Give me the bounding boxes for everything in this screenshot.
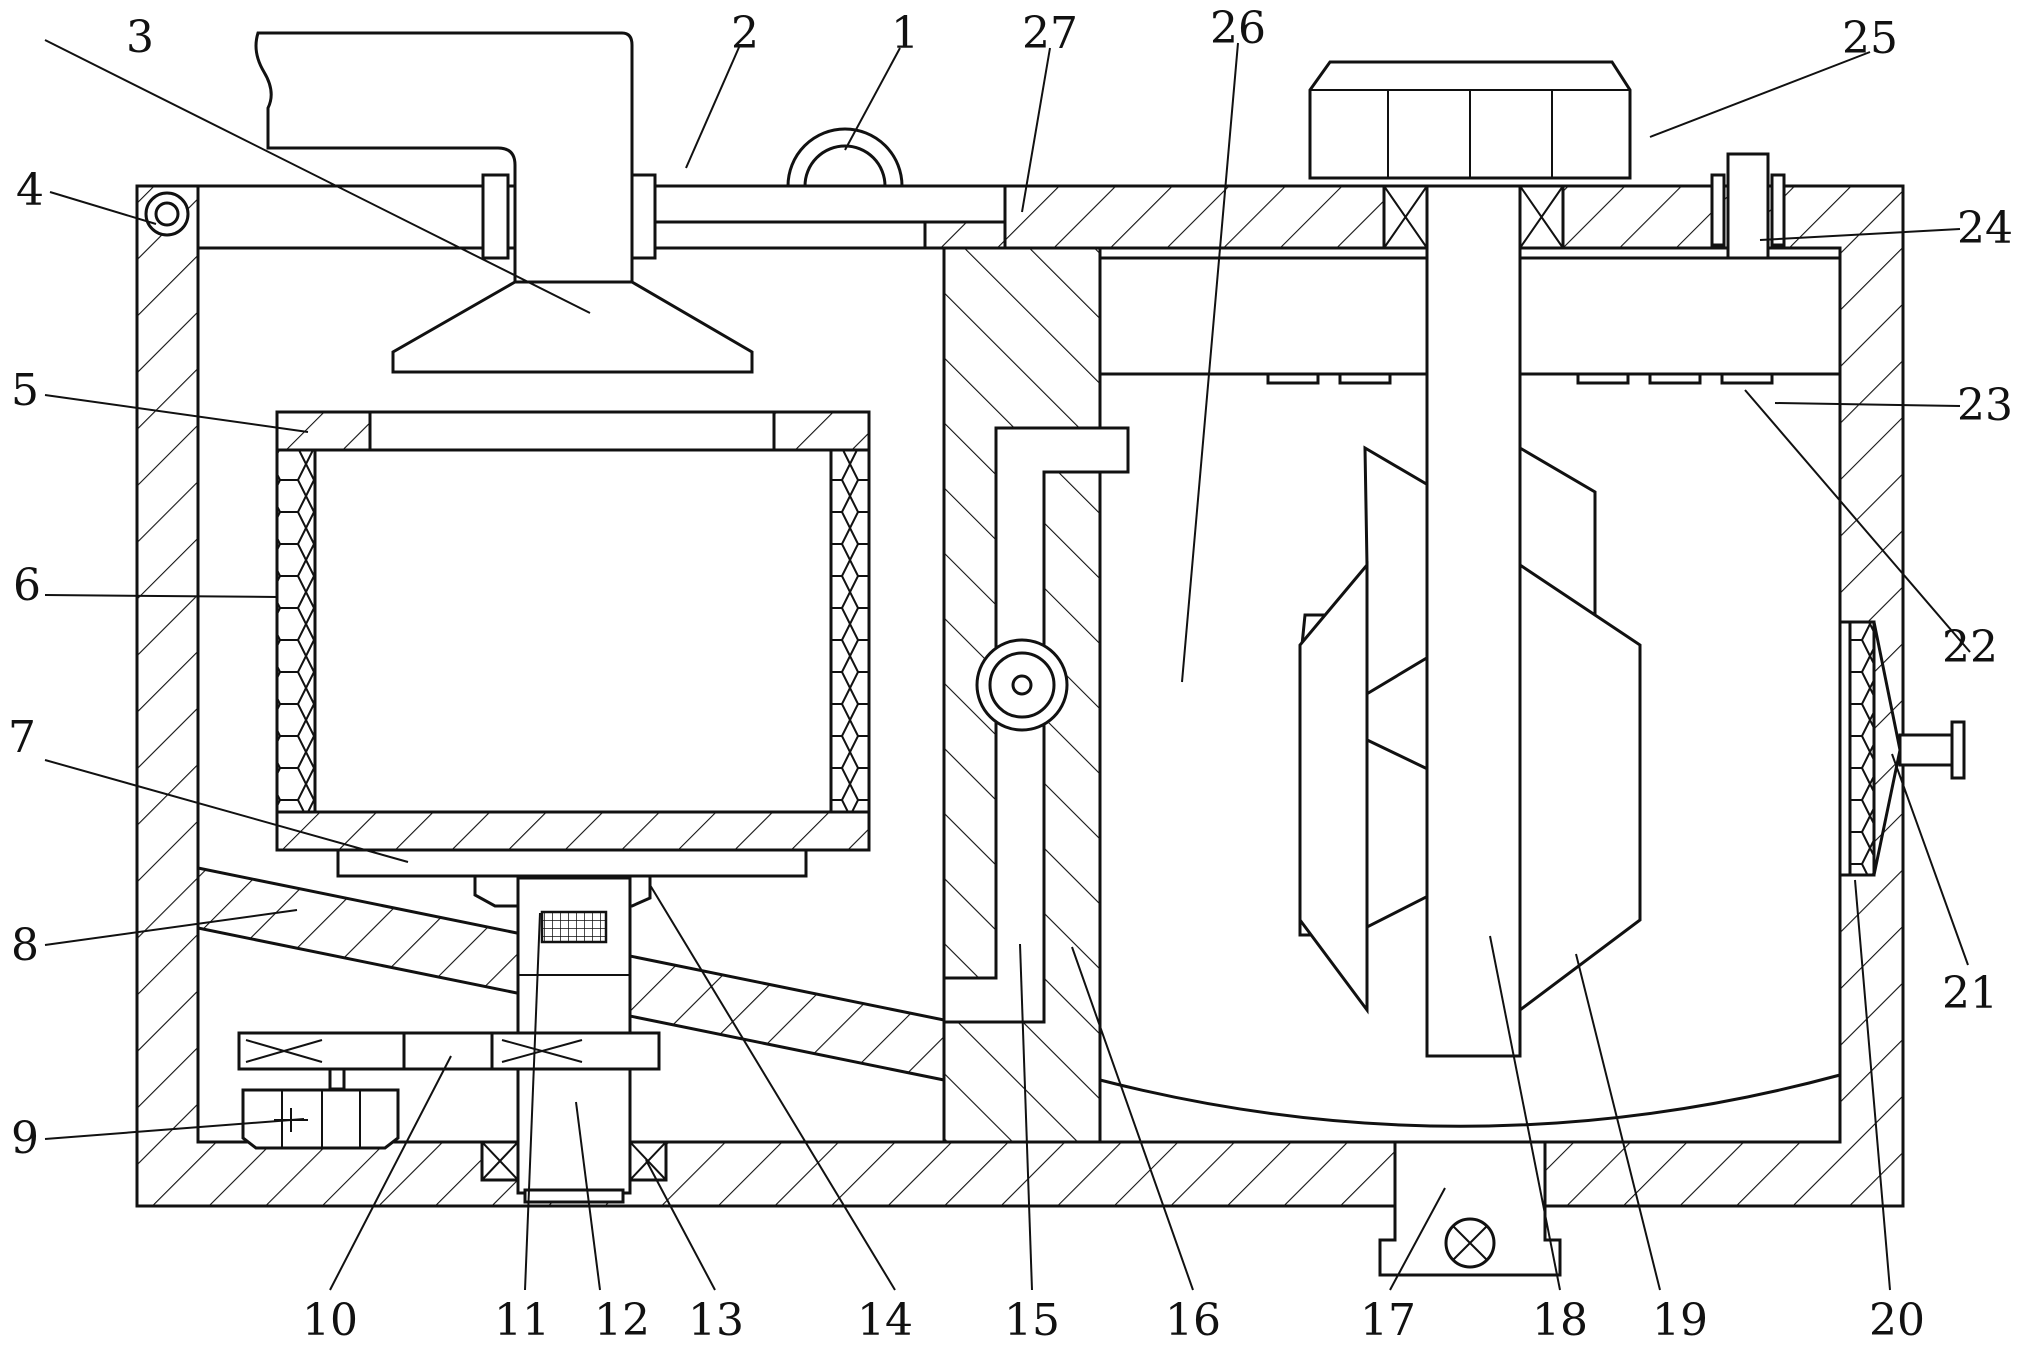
window-frame	[1838, 620, 1852, 877]
label-23: 23	[1957, 380, 2013, 431]
label-10: 10	[302, 1295, 358, 1346]
label-16: 16	[1165, 1295, 1221, 1346]
label-13: 13	[688, 1295, 744, 1346]
label-6: 6	[13, 560, 41, 611]
belt-pulley	[237, 1031, 661, 1071]
part-labels: 1 2 3 4 5 6 7 8 9 10 11 12 13 14 15 16 1…	[8, 3, 2013, 1346]
label-7: 7	[8, 712, 36, 763]
label-14: 14	[857, 1295, 913, 1346]
label-1: 1	[891, 8, 919, 59]
tank-bottom-curve	[1099, 1073, 1841, 1128]
label-17: 17	[1360, 1295, 1416, 1346]
label-15: 15	[1004, 1295, 1060, 1346]
label-19: 19	[1652, 1295, 1708, 1346]
feed-hopper	[254, 31, 754, 374]
lid-handle	[786, 127, 904, 187]
filter-basket	[275, 410, 871, 852]
discharge-valve	[1378, 1140, 1562, 1277]
hinge-pin	[144, 191, 190, 237]
label-27: 27	[1022, 8, 1078, 59]
label-2: 2	[731, 8, 759, 59]
inlet-pipe	[1710, 152, 1786, 260]
label-18: 18	[1532, 1295, 1588, 1346]
leader-lines	[44, 39, 1971, 1291]
label-22: 22	[1942, 622, 1998, 673]
pump-wheel	[975, 638, 1069, 732]
label-5: 5	[11, 365, 39, 416]
label-12: 12	[594, 1295, 650, 1346]
top-motor	[1308, 60, 1632, 250]
stirring-shaft	[1425, 184, 1522, 1058]
label-21: 21	[1942, 968, 1998, 1019]
stirring-blades	[1298, 445, 1642, 1015]
label-3: 3	[126, 12, 154, 63]
label-4: 4	[16, 165, 44, 216]
label-9: 9	[11, 1113, 39, 1164]
drive-motor	[241, 1067, 400, 1150]
label-8: 8	[11, 920, 39, 971]
label-26: 26	[1210, 3, 1266, 54]
label-25: 25	[1842, 13, 1898, 64]
shaft-bearing	[480, 1140, 668, 1182]
label-11: 11	[494, 1295, 550, 1346]
observation-window	[1848, 620, 1966, 877]
label-20: 20	[1869, 1295, 1925, 1346]
label-24: 24	[1957, 203, 2013, 254]
